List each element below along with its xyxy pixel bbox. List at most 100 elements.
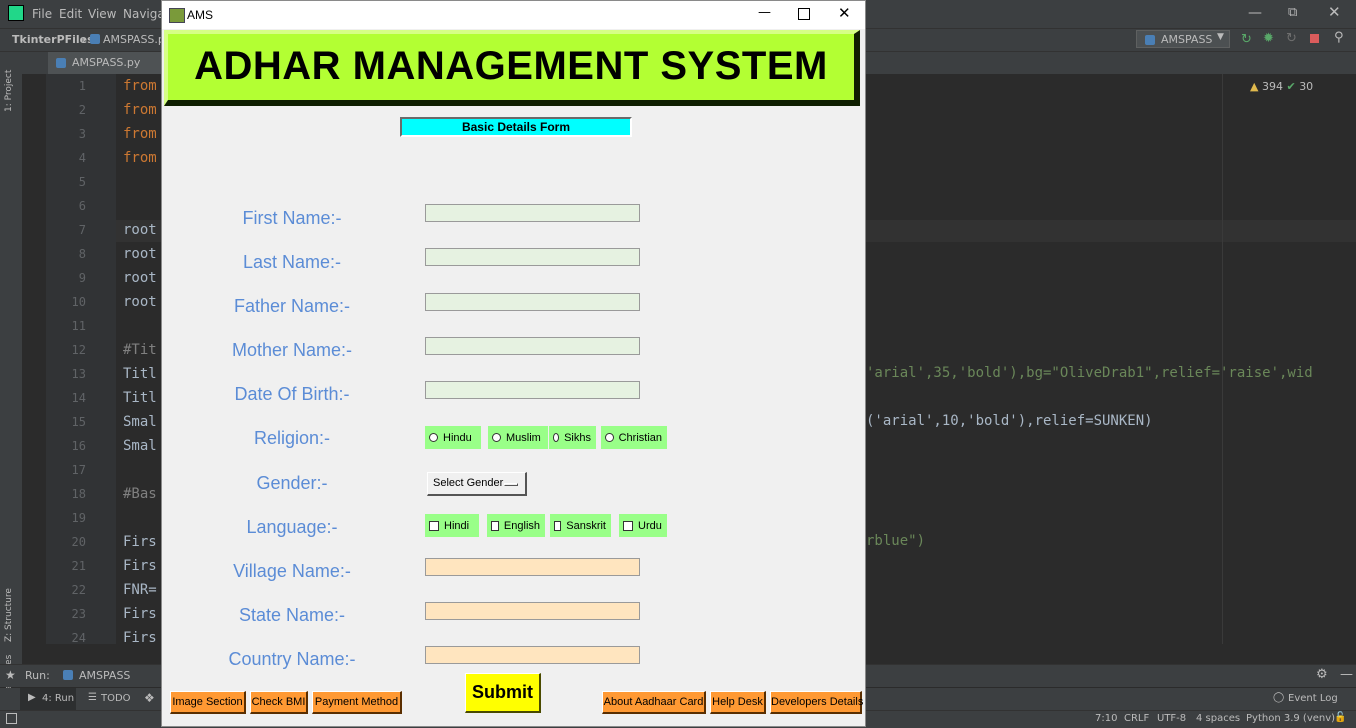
status-indent[interactable]: 4 spaces	[1196, 713, 1241, 724]
hide-panel-icon[interactable]: —	[1340, 667, 1353, 682]
code-line: from	[123, 126, 157, 142]
restore-icon[interactable]: ⧉	[1288, 5, 1298, 20]
line-number: 14	[71, 391, 86, 405]
last-name-field[interactable]	[425, 248, 640, 266]
religion-option-muslim[interactable]: Muslim	[488, 426, 548, 449]
state-label: State Name:-	[238, 605, 346, 625]
line-number: 16	[71, 439, 86, 453]
status-position[interactable]: 7:10	[1095, 713, 1118, 724]
last-name-label: Last Name:-	[242, 252, 342, 272]
religion-option-christian[interactable]: Christian	[601, 426, 667, 449]
stop-icon[interactable]	[1310, 34, 1319, 43]
ams-window: AMS — ✕ ADHAR MANAGEMENT SYSTEM Basic De…	[161, 0, 866, 727]
code-line: root	[123, 294, 157, 310]
right-margin-guide	[1222, 74, 1223, 644]
chevron-down-icon: ▼	[1217, 32, 1224, 42]
religion-option-hindu[interactable]: Hindu	[425, 426, 481, 449]
window-titlebar[interactable]: AMS — ✕	[162, 1, 865, 29]
run-tool-tab[interactable]: ▶ 4: Run	[20, 688, 76, 710]
project-tool-tab[interactable]: 1: Project	[4, 69, 14, 112]
code-line: from	[123, 78, 157, 94]
breadcrumb-file[interactable]: AMSPASS.py	[103, 33, 172, 46]
country-field[interactable]	[425, 646, 640, 664]
lock-icon[interactable]: 🔓	[1334, 712, 1347, 723]
breadcrumb-project[interactable]: TkinterPFiles	[12, 33, 94, 46]
developers-details-button[interactable]: Developers Details	[770, 691, 863, 714]
problems-icon[interactable]: ❖	[144, 691, 155, 705]
father-name-field[interactable]	[425, 293, 640, 311]
run-config-label: AMSPASS	[1161, 33, 1213, 46]
inspection-widget[interactable]: ▲ 394 ✔ 30	[1250, 80, 1313, 93]
line-number: 13	[71, 367, 86, 381]
option-label: Muslim	[506, 431, 541, 444]
village-field[interactable]	[425, 558, 640, 576]
code-line: from	[123, 102, 157, 118]
status-interpreter[interactable]: Python 3.9 (venv)	[1246, 713, 1336, 724]
language-options: Hindi English Sanskrit Urdu	[425, 514, 670, 537]
debug-icon[interactable]: ✹	[1263, 31, 1274, 46]
first-name-field[interactable]	[425, 204, 640, 222]
first-name-label: First Name:-	[242, 208, 342, 228]
code-line: Firs	[123, 606, 157, 622]
image-section-button[interactable]: Image Section	[170, 691, 246, 714]
run-tool-label: 4: Run	[42, 693, 75, 704]
code-line: Titl	[123, 366, 157, 382]
todo-tool-tab[interactable]: TODO	[101, 693, 131, 704]
language-option-urdu[interactable]: Urdu	[619, 514, 667, 537]
minimize-icon[interactable]: —	[758, 5, 771, 20]
layout-icon[interactable]	[6, 713, 17, 724]
check-bmi-button[interactable]: Check BMI	[250, 691, 308, 714]
line-number: 4	[78, 151, 86, 165]
dob-label: Date Of Birth:-	[234, 384, 350, 404]
event-log-tab[interactable]: Event Log	[1288, 693, 1338, 704]
language-option-hindi[interactable]: Hindi	[425, 514, 479, 537]
code-line: FNR=	[123, 582, 157, 598]
payment-method-button[interactable]: Payment Method	[312, 691, 402, 714]
check-icon: ✔	[1286, 80, 1296, 93]
line-number: 11	[71, 319, 86, 333]
code-line: Smal	[123, 438, 157, 454]
state-field[interactable]	[425, 602, 640, 620]
line-number: 6	[78, 199, 86, 213]
menu-edit[interactable]: Edit	[59, 7, 83, 21]
gender-select[interactable]: Select Gender	[427, 472, 527, 496]
warning-icon: ▲	[1250, 80, 1259, 93]
run-icon[interactable]: ↻	[1241, 32, 1252, 47]
mother-name-field[interactable]	[425, 337, 640, 355]
checkbox-icon	[623, 520, 633, 531]
search-icon[interactable]: ⚲	[1334, 30, 1344, 45]
minimize-icon[interactable]: —	[1248, 5, 1262, 21]
menu-view[interactable]: View	[88, 7, 117, 21]
status-encoding[interactable]: UTF-8	[1157, 713, 1187, 724]
settings-gear-icon[interactable]: ⚙	[1316, 667, 1328, 682]
run-label: Run:	[25, 669, 50, 682]
line-number: 20	[71, 535, 86, 549]
close-icon[interactable]: ✕	[838, 4, 851, 22]
option-label: Hindi	[444, 519, 470, 532]
close-icon[interactable]: ✕	[1328, 3, 1341, 21]
about-aadhaar-card-button[interactable]: About Aadhaar Card	[602, 691, 706, 714]
status-eol[interactable]: CRLF	[1124, 713, 1150, 724]
menu-navigate[interactable]: Navigat	[123, 7, 170, 21]
line-number: 24	[71, 631, 86, 645]
language-option-sanskrit[interactable]: Sanskrit	[550, 514, 611, 537]
religion-option-sikhs[interactable]: Sikhs	[549, 426, 596, 449]
run-tab-label[interactable]: AMSPASS	[79, 669, 131, 682]
help-desk-button[interactable]: Help Desk	[710, 691, 766, 714]
dob-field[interactable]	[425, 381, 640, 399]
gender-label: Gender:-	[256, 473, 328, 493]
editor-tab[interactable]: AMSPASS.py ✕	[48, 52, 170, 74]
menu-file[interactable]: File	[32, 7, 53, 21]
submit-button[interactable]: Submit	[465, 673, 541, 713]
code-line: Firs	[123, 558, 157, 574]
coverage-icon[interactable]: ↻	[1286, 31, 1297, 46]
language-option-english[interactable]: English	[487, 514, 545, 537]
option-label: Hindu	[443, 431, 472, 444]
line-number: 22	[71, 583, 86, 597]
run-config-select[interactable]: AMSPASS ▼	[1136, 30, 1230, 48]
structure-tool-tab[interactable]: Z: Structure	[4, 588, 14, 642]
code-line: root	[123, 246, 157, 262]
event-log-icon: ◯	[1273, 692, 1285, 703]
maximize-icon[interactable]	[798, 8, 810, 20]
